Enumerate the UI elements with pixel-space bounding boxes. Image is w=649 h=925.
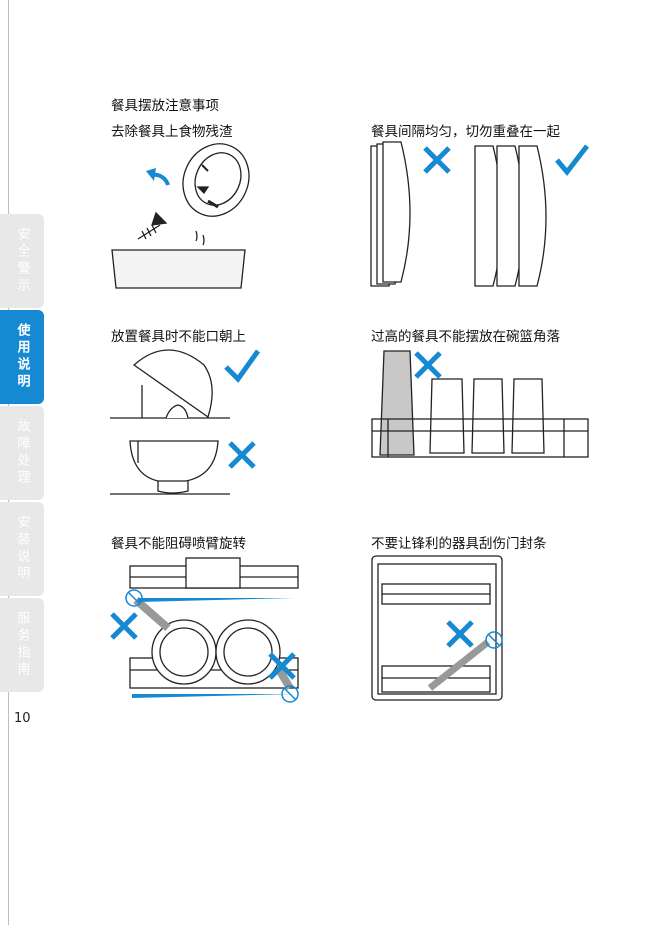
tab-installation[interactable]: 安装说明 bbox=[0, 502, 44, 596]
check-icon bbox=[555, 144, 589, 176]
cross-icon bbox=[110, 612, 138, 640]
page-number: 10 bbox=[14, 711, 31, 726]
cross-icon bbox=[446, 620, 474, 648]
tab-troubleshooting[interactable]: 故障处理 bbox=[0, 406, 44, 500]
section-title: 餐具摆放注意事项 bbox=[111, 98, 219, 114]
tab-label: 安装说明 bbox=[14, 515, 30, 583]
cross-icon bbox=[228, 441, 256, 469]
remove-residue-illustration bbox=[111, 143, 250, 289]
caption-tall-items: 过高的餐具不能摆放在碗篮角落 bbox=[371, 329, 560, 345]
spray-arm-illustration bbox=[110, 557, 299, 703]
caption-not-upside-up: 放置餐具时不能口朝上 bbox=[111, 329, 246, 345]
tab-label: 服务指南 bbox=[14, 611, 30, 679]
side-tabs: 安全警示 使用说明 故障处理 安装说明 服务指南 bbox=[0, 214, 44, 694]
check-icon bbox=[224, 349, 261, 383]
even-spacing-illustration bbox=[370, 141, 589, 287]
tab-label: 故障处理 bbox=[14, 419, 30, 487]
tab-safety-warning[interactable]: 安全警示 bbox=[0, 214, 44, 308]
caption-remove-residue: 去除餐具上食物残渣 bbox=[111, 124, 233, 140]
tab-service-guide[interactable]: 服务指南 bbox=[0, 598, 44, 692]
caption-spray-arm: 餐具不能阻碍喷臂旋转 bbox=[111, 536, 246, 552]
cross-icon bbox=[423, 146, 451, 174]
tab-usage-instructions[interactable]: 使用说明 bbox=[0, 310, 44, 404]
cross-icon bbox=[268, 652, 296, 680]
caption-even-spacing: 餐具间隔均匀，切勿重叠在一起 bbox=[371, 124, 560, 140]
caption-sharp-items: 不要让锋利的器具刮伤门封条 bbox=[371, 536, 547, 552]
tab-label: 安全警示 bbox=[14, 227, 30, 295]
cross-icon bbox=[414, 351, 442, 379]
tab-label: 使用说明 bbox=[14, 323, 30, 391]
bowl-orientation-illustration bbox=[110, 349, 261, 495]
sharp-items-illustration bbox=[371, 555, 503, 701]
tall-items-illustration bbox=[371, 350, 589, 458]
